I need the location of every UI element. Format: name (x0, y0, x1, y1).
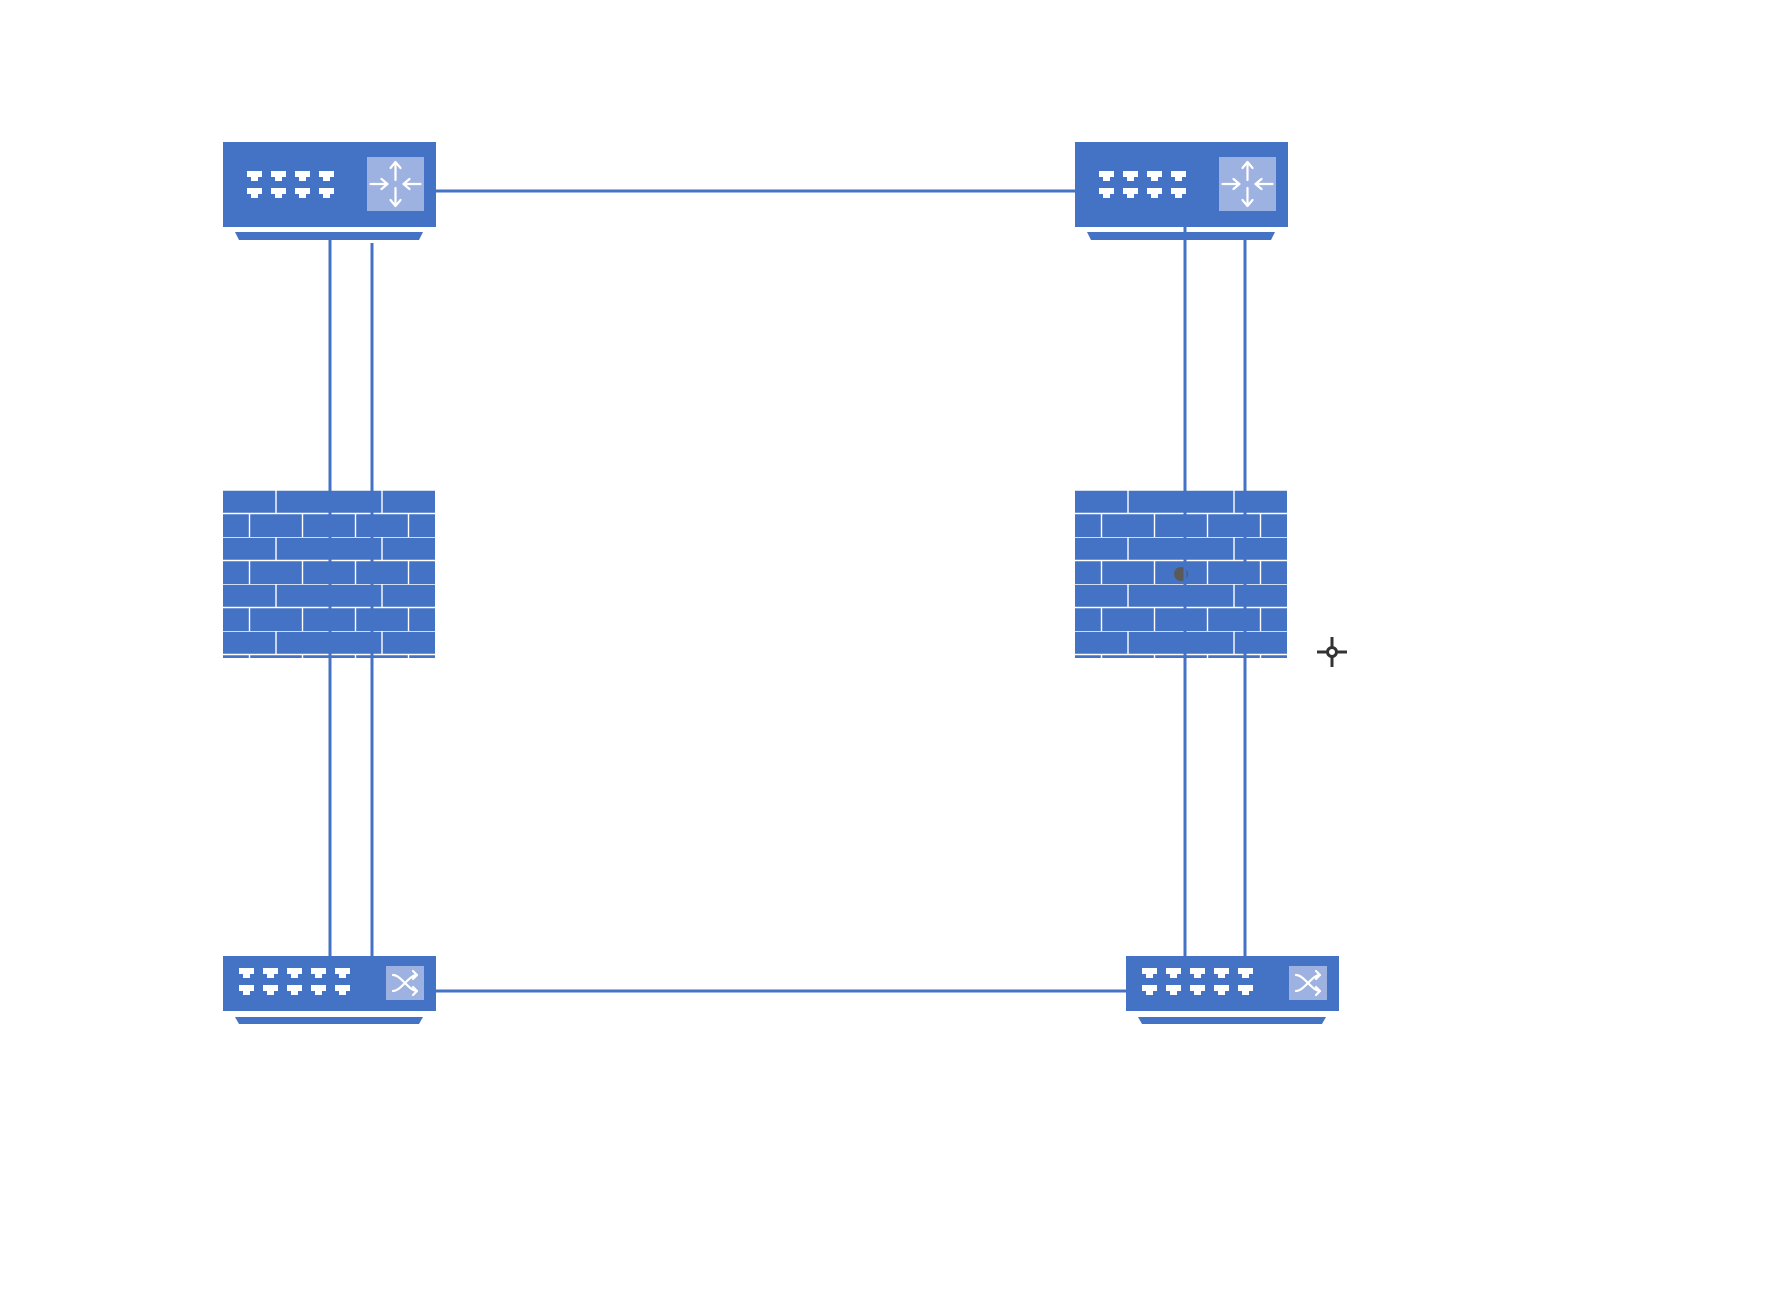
port-icon (1151, 194, 1158, 198)
port-icon (251, 177, 258, 181)
port-icon (1190, 968, 1205, 974)
port-icon (1214, 985, 1229, 991)
router-base (235, 232, 423, 240)
port-icon (1170, 991, 1177, 995)
port-icon (1099, 188, 1114, 194)
port-icon (299, 177, 306, 181)
switch-right[interactable] (1126, 956, 1339, 1024)
port-icon (1194, 991, 1201, 995)
port-icon (1099, 171, 1114, 177)
port-icon (275, 177, 282, 181)
port-icon (247, 171, 262, 177)
port-icon (239, 985, 254, 991)
port-icon (271, 188, 286, 194)
ethernet-ports (239, 968, 350, 995)
port-icon (1127, 177, 1134, 181)
router-icon (1221, 160, 1274, 208)
switch-left[interactable] (223, 956, 436, 1024)
port-icon (1190, 985, 1205, 991)
switch-icon (1294, 969, 1322, 997)
ethernet-ports (1142, 968, 1253, 995)
port-icon (1175, 194, 1182, 198)
port-icon (1238, 968, 1253, 974)
router-icon (369, 160, 422, 208)
port-icon (299, 194, 306, 198)
port-icon (323, 194, 330, 198)
port-icon (1171, 171, 1186, 177)
switch-icon (391, 969, 419, 997)
port-icon (1218, 974, 1225, 978)
port-icon (1166, 985, 1181, 991)
port-icon (243, 991, 250, 995)
switch-base (1138, 1017, 1326, 1024)
port-icon (323, 177, 330, 181)
port-icon (319, 188, 334, 194)
port-icon (1151, 177, 1158, 181)
port-icon (335, 968, 350, 974)
port-icon (311, 968, 326, 974)
port-icon (1238, 985, 1253, 991)
port-icon (315, 991, 322, 995)
port-icon (287, 968, 302, 974)
router-base (1087, 232, 1275, 240)
port-icon (1147, 188, 1162, 194)
port-icon (1103, 177, 1110, 181)
port-icon (339, 974, 346, 978)
port-icon (275, 194, 282, 198)
port-icon (267, 974, 274, 978)
firewall-right[interactable] (1075, 490, 1287, 658)
port-icon (335, 985, 350, 991)
port-icon (315, 974, 322, 978)
port-icon (1242, 991, 1249, 995)
ethernet-ports (1099, 171, 1186, 198)
port-icon (1194, 974, 1201, 978)
port-icon (291, 974, 298, 978)
router-left[interactable] (223, 142, 436, 240)
port-icon (291, 991, 298, 995)
port-icon (1142, 985, 1157, 991)
port-icon (1242, 974, 1249, 978)
ethernet-ports (247, 171, 334, 198)
port-icon (1146, 991, 1153, 995)
port-icon (1103, 194, 1110, 198)
port-icon (339, 991, 346, 995)
port-icon (1175, 177, 1182, 181)
port-icon (1166, 968, 1181, 974)
router-right[interactable] (1075, 142, 1288, 240)
port-icon (1123, 171, 1138, 177)
port-icon (243, 974, 250, 978)
port-icon (1147, 171, 1162, 177)
port-icon (295, 188, 310, 194)
port-icon (1146, 974, 1153, 978)
port-icon (1142, 968, 1157, 974)
port-icon (1214, 968, 1229, 974)
port-icon (271, 171, 286, 177)
crosshair-move-icon (1317, 637, 1347, 667)
switch-base (235, 1017, 423, 1024)
port-icon (247, 188, 262, 194)
port-icon (267, 991, 274, 995)
port-icon (263, 968, 278, 974)
port-icon (1218, 991, 1225, 995)
port-icon (311, 985, 326, 991)
port-icon (1127, 194, 1134, 198)
port-icon (1171, 188, 1186, 194)
port-icon (287, 985, 302, 991)
port-icon (251, 194, 258, 198)
links-over-firewalls (328, 490, 1247, 658)
port-icon (295, 171, 310, 177)
port-icon (1170, 974, 1177, 978)
port-icon (263, 985, 278, 991)
port-icon (319, 171, 334, 177)
port-icon (1123, 188, 1138, 194)
port-icon (239, 968, 254, 974)
